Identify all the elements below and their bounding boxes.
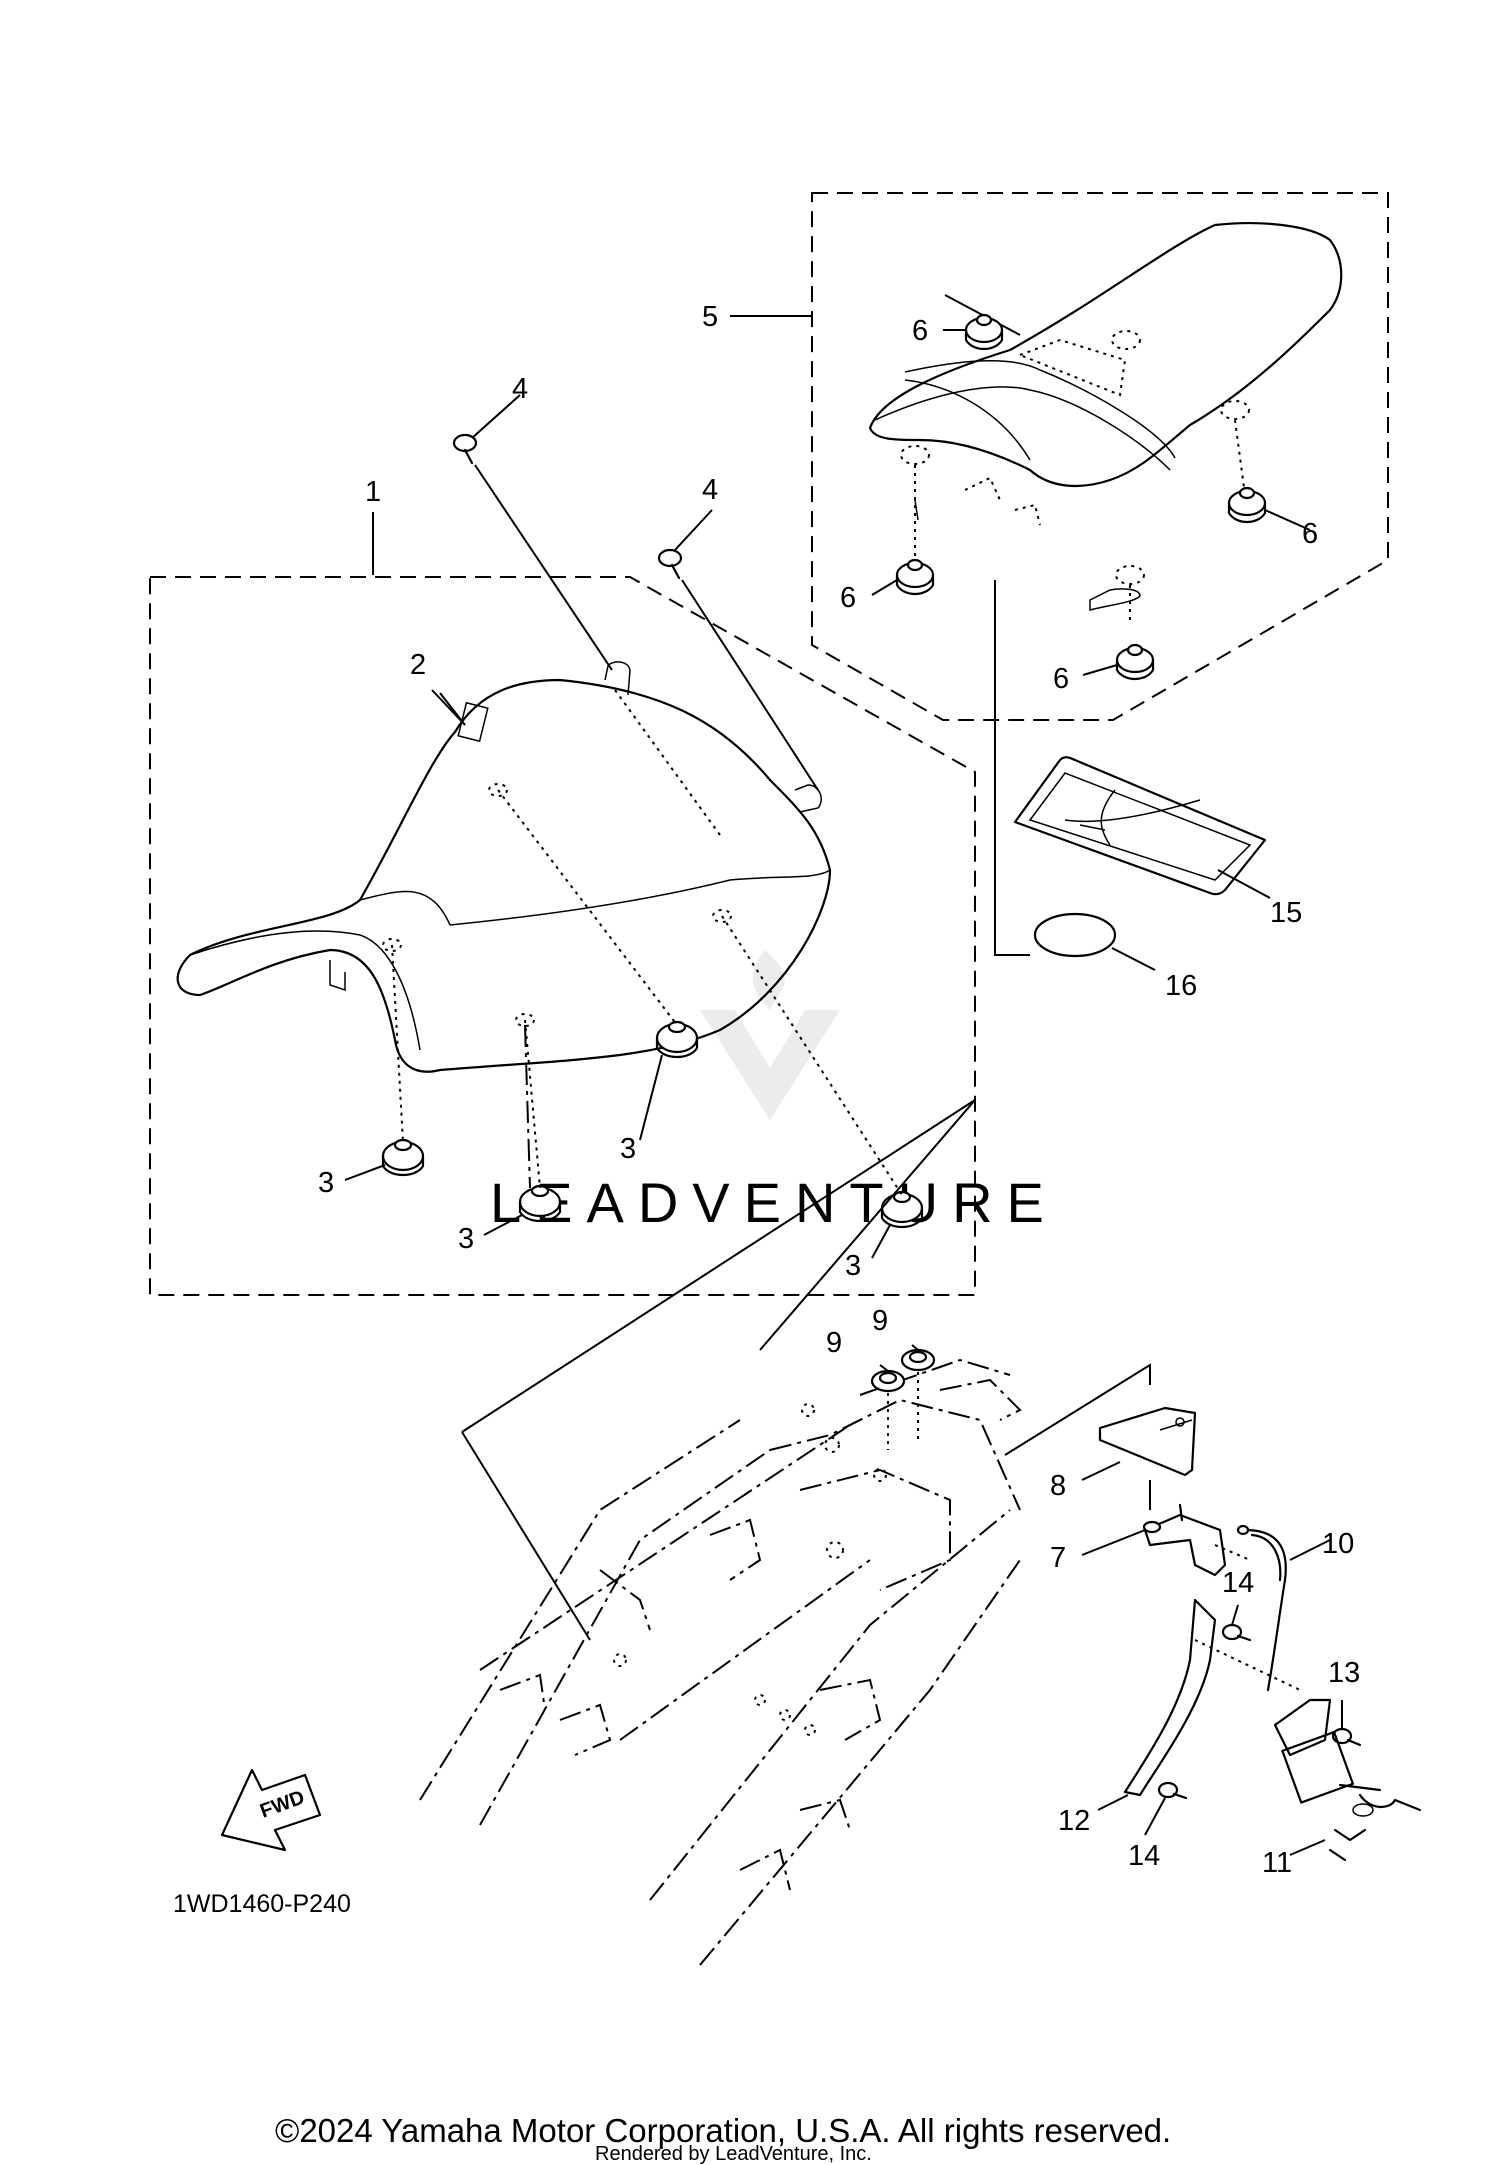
callout-13: 13 bbox=[1328, 1657, 1360, 1689]
fwd-arrow-icon: FWD bbox=[220, 1768, 322, 1852]
watermark-text: LEADVENTURE bbox=[490, 1171, 1058, 1234]
callout-4a: 4 bbox=[512, 373, 528, 405]
callout-10: 10 bbox=[1322, 1528, 1354, 1560]
fwd-label: FWD bbox=[257, 1786, 307, 1822]
callout-15: 15 bbox=[1270, 897, 1302, 929]
nut-9b bbox=[900, 1348, 936, 1372]
callout-6b: 6 bbox=[1302, 518, 1318, 550]
bolt-4a bbox=[452, 433, 478, 465]
bolt-14a bbox=[1221, 1623, 1252, 1642]
callout-6a: 6 bbox=[912, 315, 928, 347]
damper-3c bbox=[655, 1020, 699, 1059]
callout-2: 2 bbox=[410, 649, 426, 681]
callout-11: 11 bbox=[1262, 1847, 1292, 1879]
callout-numbers: 1 2 3 3 3 3 4 4 5 6 6 6 6 7 8 9 9 10 11 … bbox=[318, 301, 1360, 1879]
damper-6a bbox=[964, 313, 1004, 351]
document-sheet bbox=[1013, 756, 1267, 896]
bolt-4b bbox=[657, 548, 683, 580]
rendered-by: Rendered by LeadVenture, Inc. bbox=[595, 2143, 872, 2165]
callout-14a: 14 bbox=[1222, 1567, 1254, 1599]
damper-3b bbox=[518, 1184, 562, 1223]
callout-9b: 9 bbox=[872, 1305, 888, 1337]
callout-3b: 3 bbox=[458, 1223, 474, 1255]
seat-lock-assembly bbox=[1273, 1698, 1422, 1862]
callout-6d: 6 bbox=[1053, 663, 1069, 695]
callout-16: 16 bbox=[1165, 970, 1197, 1002]
callout-9a: 9 bbox=[826, 1327, 842, 1359]
callout-4b: 4 bbox=[702, 474, 718, 506]
seat-lock-hook bbox=[1142, 1503, 1227, 1577]
reference-code: 1WD1460-P240 bbox=[173, 1890, 351, 1918]
callout-1: 1 bbox=[365, 476, 381, 508]
nut-9a bbox=[870, 1369, 906, 1393]
callout-8: 8 bbox=[1050, 1470, 1066, 1502]
damper-6b bbox=[1227, 486, 1267, 524]
callout-leaders bbox=[344, 315, 1343, 1856]
callout-3d: 3 bbox=[845, 1250, 861, 1282]
damper-6c bbox=[895, 558, 935, 596]
callout-14b: 14 bbox=[1128, 1840, 1160, 1872]
rider-seat bbox=[176, 661, 832, 1073]
damper-6d bbox=[1115, 643, 1155, 681]
callout-5: 5 bbox=[702, 301, 718, 333]
watermark: LEADVENTURE bbox=[490, 950, 1058, 1234]
copyright-notice: ©2024 Yamaha Motor Corporation, U.S.A. A… bbox=[275, 2112, 1171, 2149]
callout-3a: 3 bbox=[318, 1167, 334, 1199]
o-ring bbox=[1033, 912, 1117, 958]
callout-12: 12 bbox=[1058, 1805, 1090, 1837]
plate bbox=[1098, 1406, 1197, 1477]
damper-3a bbox=[381, 1138, 425, 1177]
rear-frame bbox=[419, 1358, 1022, 1966]
callout-6c: 6 bbox=[840, 582, 856, 614]
passenger-seat bbox=[868, 222, 1343, 611]
callout-3c: 3 bbox=[620, 1133, 636, 1165]
callout-7: 7 bbox=[1050, 1542, 1066, 1574]
lock-bracket bbox=[1123, 1598, 1301, 1797]
group-box-passenger-seat bbox=[811, 192, 1389, 721]
seat-lock-cable bbox=[1243, 1528, 1287, 1692]
bolt-14b bbox=[1157, 1781, 1188, 1800]
damper-3d bbox=[880, 1190, 924, 1229]
